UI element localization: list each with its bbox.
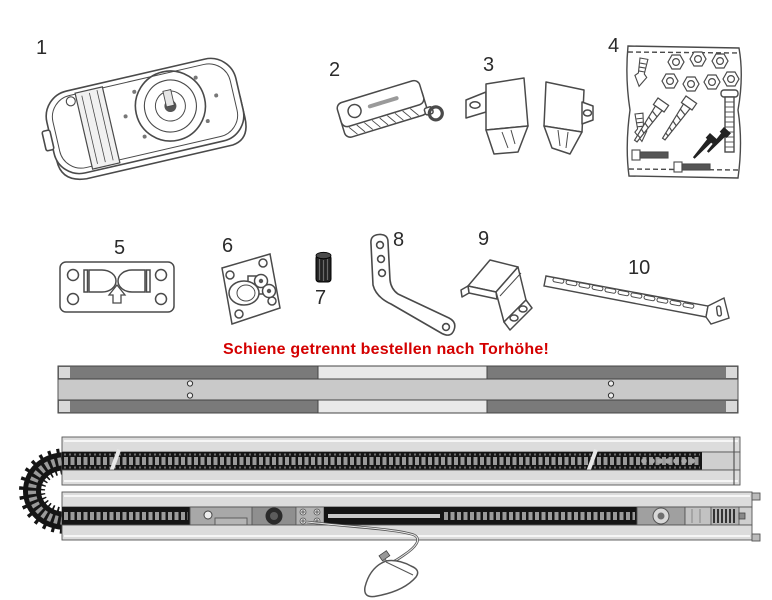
motor-unit-drawing [41,57,247,181]
mounting-plate-drawing [59,261,175,313]
chain-connector-links [641,458,695,464]
part-label-9: 9 [478,228,490,250]
chain-loop [19,448,70,534]
trolley [189,506,325,526]
door-arm-drawing [370,233,456,336]
release-handle [364,559,419,598]
release-lever [214,517,248,526]
part-label-2: 2 [329,59,341,81]
chain-rail-assembly-drawing [19,436,761,598]
hanger-strap-drawing [543,275,730,325]
part-label-7: 7 [315,287,327,309]
coupling-sleeve-drawing [315,251,332,283]
rail-drawing [57,365,739,414]
trolley-screws [295,506,325,526]
part-label-6: 6 [222,235,234,257]
remote-logo [367,96,399,109]
part-label-3: 3 [483,54,495,76]
part-label-5: 5 [114,237,126,259]
header-bracket-drawing [221,253,281,325]
chain-tensioner [636,506,746,526]
mounting-brackets-drawing [465,77,594,155]
hardware-bag-drawing [626,45,742,179]
part-label-1: 1 [36,37,48,59]
part-label-4: 4 [608,35,620,57]
chain-rail-upper [61,436,741,486]
wall-bracket-drawing [460,259,533,331]
tensioner-spring [713,509,735,523]
part-label-8: 8 [393,229,405,251]
order-rail-notice: Schiene getrennt bestellen nach Torhöhe! [223,341,549,358]
part-label-10: 10 [628,257,651,279]
remote-control-drawing [336,79,444,138]
